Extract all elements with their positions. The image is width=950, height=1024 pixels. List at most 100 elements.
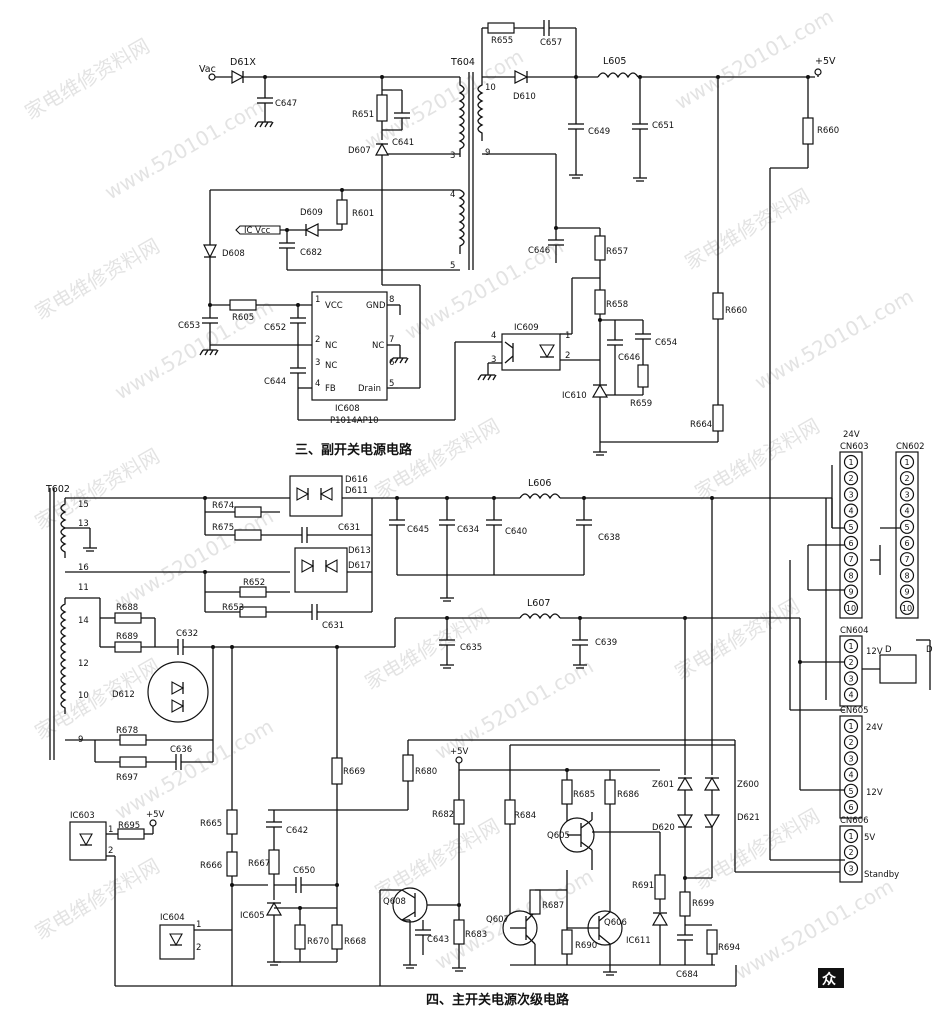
label-r694: R694 bbox=[718, 943, 740, 953]
label-ic605: IC605 bbox=[240, 911, 265, 921]
watermark: 家电维修资料网 bbox=[371, 814, 504, 905]
label-r655: R655 bbox=[491, 36, 513, 46]
label-r652: R652 bbox=[243, 578, 265, 588]
connector-pin bbox=[843, 600, 859, 615]
connector-pin-label: 2 bbox=[848, 658, 853, 667]
resistor-r660 bbox=[712, 292, 724, 320]
label-vcc: VCC bbox=[325, 301, 343, 311]
connector-pin bbox=[843, 454, 859, 470]
label-c657: C657 bbox=[540, 38, 562, 48]
connector-pin bbox=[843, 519, 859, 534]
label-d617: D617 bbox=[348, 561, 371, 571]
label-r699: R699 bbox=[692, 899, 714, 909]
diode-d621 bbox=[703, 814, 721, 829]
label-c631b: C631 bbox=[322, 621, 344, 631]
resistor-r601 bbox=[336, 199, 348, 225]
label-ic603: IC603 bbox=[70, 811, 95, 821]
label-r657: R657 bbox=[606, 247, 628, 257]
inductor-l607 bbox=[519, 613, 561, 620]
watermark: 家电维修资料网 bbox=[31, 234, 164, 325]
inductor-l605 bbox=[597, 72, 639, 79]
resistor-r675 bbox=[234, 529, 262, 541]
resistor-r605 bbox=[229, 299, 257, 311]
connector-pin-label: 3 bbox=[848, 674, 853, 683]
connector-pin-label: 5 bbox=[848, 523, 853, 532]
label-cn605: CN605 bbox=[840, 706, 869, 716]
label-r675: R675 bbox=[212, 523, 234, 533]
label-vac: Vac bbox=[199, 64, 216, 75]
label-r690: R690 bbox=[575, 941, 597, 951]
watermark: 家电维修资料网 bbox=[31, 854, 164, 945]
connector-pin-label: 5 bbox=[904, 523, 909, 532]
label-r666: R666 bbox=[200, 861, 222, 871]
label-r653: R653 bbox=[222, 603, 244, 613]
winding-12: 12 bbox=[78, 659, 89, 669]
label-d621: D621 bbox=[737, 813, 760, 823]
connector-pin-label: 4 bbox=[848, 691, 853, 700]
label-nc2: NC bbox=[325, 341, 337, 351]
connector-pin bbox=[899, 471, 915, 486]
label-c654: C654 bbox=[655, 338, 677, 348]
connector-pin bbox=[843, 783, 859, 798]
ic604-pin2: 2 bbox=[196, 943, 201, 953]
main-secondary-circuit bbox=[49, 475, 842, 987]
watermark: 家电维修资料网 bbox=[21, 34, 154, 125]
label-c646a: C646 bbox=[528, 246, 550, 256]
label-c639: C639 bbox=[595, 638, 617, 648]
label-c631a: C631 bbox=[338, 523, 360, 533]
pin-6: 6 bbox=[389, 358, 394, 368]
label-nc7: NC bbox=[372, 341, 384, 351]
label-d609: D609 bbox=[300, 208, 323, 218]
label-c653: C653 bbox=[178, 321, 200, 331]
resistor-r655 bbox=[487, 22, 515, 34]
label-c636: C636 bbox=[170, 745, 192, 755]
connector-pin-label: 6 bbox=[848, 803, 853, 812]
connector-pin bbox=[843, 828, 859, 844]
label-z600: Z600 bbox=[737, 780, 759, 790]
connector-pin-label: 1 bbox=[904, 458, 909, 467]
connector-pin-label: 9 bbox=[904, 588, 909, 597]
connector-pin-label: 1 bbox=[848, 642, 853, 651]
label-cn605-24v: 24V bbox=[866, 723, 883, 733]
opto-pin2: 2 bbox=[565, 351, 570, 361]
label-cn603: CN603 bbox=[840, 442, 869, 452]
ic608-p1014ap10 bbox=[311, 291, 388, 401]
winding-11: 11 bbox=[78, 583, 89, 593]
label-drain: Drain bbox=[358, 384, 381, 394]
transformer-t602-lower bbox=[60, 598, 67, 714]
label-gnd: GND bbox=[366, 301, 386, 311]
label-c647: C647 bbox=[275, 99, 297, 109]
label-r660: R660 bbox=[725, 306, 747, 316]
label-z601: Z601 bbox=[652, 780, 674, 790]
label-r689: R689 bbox=[116, 632, 138, 642]
resistor-r651 bbox=[376, 94, 388, 122]
label-c649: C649 bbox=[588, 127, 610, 137]
resistor-r670 bbox=[294, 924, 306, 950]
winding-15: 15 bbox=[78, 500, 89, 510]
label-p1014: P1014AP10 bbox=[330, 416, 379, 426]
winding-13: 13 bbox=[78, 519, 89, 529]
label-cn606-5v: 5V bbox=[864, 833, 875, 843]
label-c640: C640 bbox=[505, 527, 527, 537]
connector-pin-label: 8 bbox=[904, 571, 909, 580]
label-standby: Standby bbox=[864, 870, 899, 880]
ic603-pin1: 1 bbox=[108, 825, 113, 835]
label-l605: L605 bbox=[603, 56, 626, 67]
label-r668: R668 bbox=[344, 937, 366, 947]
watermark: 家电维修资料网 bbox=[681, 184, 814, 275]
connector-labels: 24V CN603 CN602 CN604 12V D D CN605 24V … bbox=[840, 430, 933, 880]
winding-9: 9 bbox=[78, 735, 83, 745]
label-c635: C635 bbox=[460, 643, 482, 653]
diode-d61x bbox=[231, 69, 245, 85]
connector-pin bbox=[843, 552, 859, 567]
label-12v: 12V bbox=[866, 647, 883, 657]
connector-pin bbox=[843, 568, 859, 583]
label-ic610: IC610 bbox=[562, 391, 587, 401]
label-r669: R669 bbox=[343, 767, 365, 777]
label-r683: R683 bbox=[465, 930, 487, 940]
ic-vcc-tag bbox=[235, 225, 281, 235]
resistor-r674 bbox=[234, 506, 262, 518]
label-r688: R688 bbox=[116, 603, 138, 613]
label-c646b: C646 bbox=[618, 353, 640, 363]
